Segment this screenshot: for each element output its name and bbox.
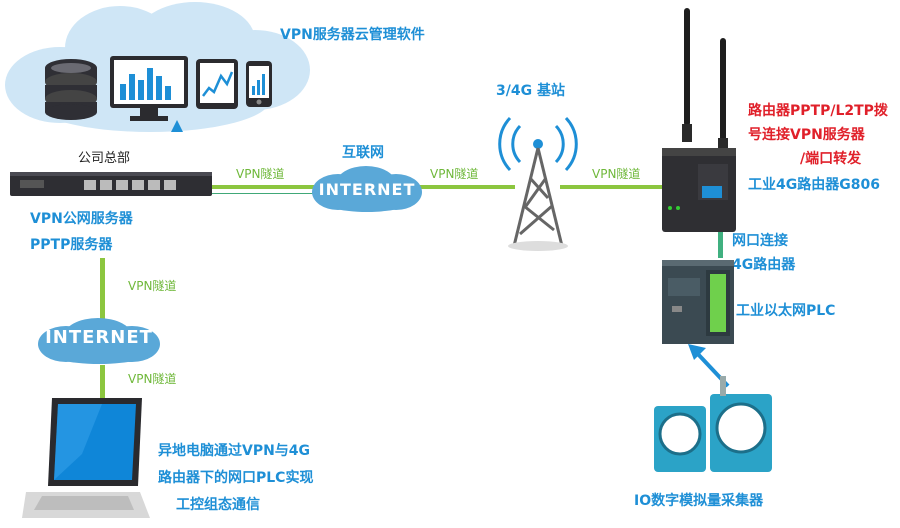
plc-link-line2: 4G路由器 bbox=[732, 257, 796, 273]
tablet-icon bbox=[196, 59, 238, 109]
plc-icon bbox=[662, 260, 734, 344]
hq-label: 公司总部 bbox=[78, 151, 131, 166]
tunnel-label-4: VPN隧道 bbox=[128, 279, 177, 293]
tunnel-line-2 bbox=[420, 185, 515, 189]
database-icon bbox=[45, 59, 97, 120]
tunnel-underline-1 bbox=[210, 193, 320, 194]
router-plc-link bbox=[718, 232, 723, 258]
cloud-software-title: VPN服务器云管理软件 bbox=[280, 27, 425, 43]
laptop-line1: 异地电脑通过VPN与4G bbox=[158, 443, 311, 459]
server-line2: PPTP服务器 bbox=[30, 237, 113, 253]
router-model: 工业4G路由器G806 bbox=[748, 177, 880, 193]
io-label: IO数字模拟量采集器 bbox=[634, 493, 764, 509]
tunnel-label-3: VPN隧道 bbox=[592, 167, 641, 181]
router-red-line1: 路由器PPTP/L2TP拨 bbox=[748, 103, 888, 119]
switch-icon bbox=[10, 172, 212, 196]
internet-cloud-top bbox=[312, 166, 422, 212]
router-icon bbox=[662, 8, 736, 232]
tunnel-line-3 bbox=[560, 185, 665, 189]
laptop-line3: 工控组态通信 bbox=[176, 497, 260, 513]
laptop-icon bbox=[22, 398, 150, 518]
laptop-line2: 路由器下的网口PLC实现 bbox=[158, 470, 314, 486]
tunnel-line-4 bbox=[100, 258, 105, 320]
tunnel-label-1: VPN隧道 bbox=[236, 167, 285, 181]
router-red-line2: 号连接VPN服务器 bbox=[748, 127, 865, 143]
internet-cloud-left bbox=[38, 318, 160, 364]
tunnel-label-2: VPN隧道 bbox=[430, 167, 479, 181]
phone-icon bbox=[246, 61, 272, 107]
plc-link-line1: 网口连接 bbox=[732, 233, 788, 249]
tunnel-line-1 bbox=[210, 185, 320, 189]
bar-chart-monitor-icon bbox=[110, 56, 188, 121]
plc-label: 工业以太网PLC bbox=[736, 303, 836, 319]
router-red-line3: /端口转发 bbox=[800, 151, 862, 167]
internet-label: 互联网 bbox=[342, 145, 384, 161]
cell-tower-icon bbox=[498, 116, 578, 251]
server-line1: VPN公网服务器 bbox=[30, 211, 133, 227]
internet-left-text: INTERNET bbox=[45, 327, 153, 348]
internet-top-text: INTERNET bbox=[318, 180, 416, 199]
tunnel-line-5 bbox=[100, 365, 105, 407]
sensor-icon bbox=[654, 376, 772, 472]
base-station-label: 3/4G 基站 bbox=[496, 83, 565, 99]
up-arrow-icon bbox=[171, 120, 183, 132]
tunnel-label-5: VPN隧道 bbox=[128, 372, 177, 386]
